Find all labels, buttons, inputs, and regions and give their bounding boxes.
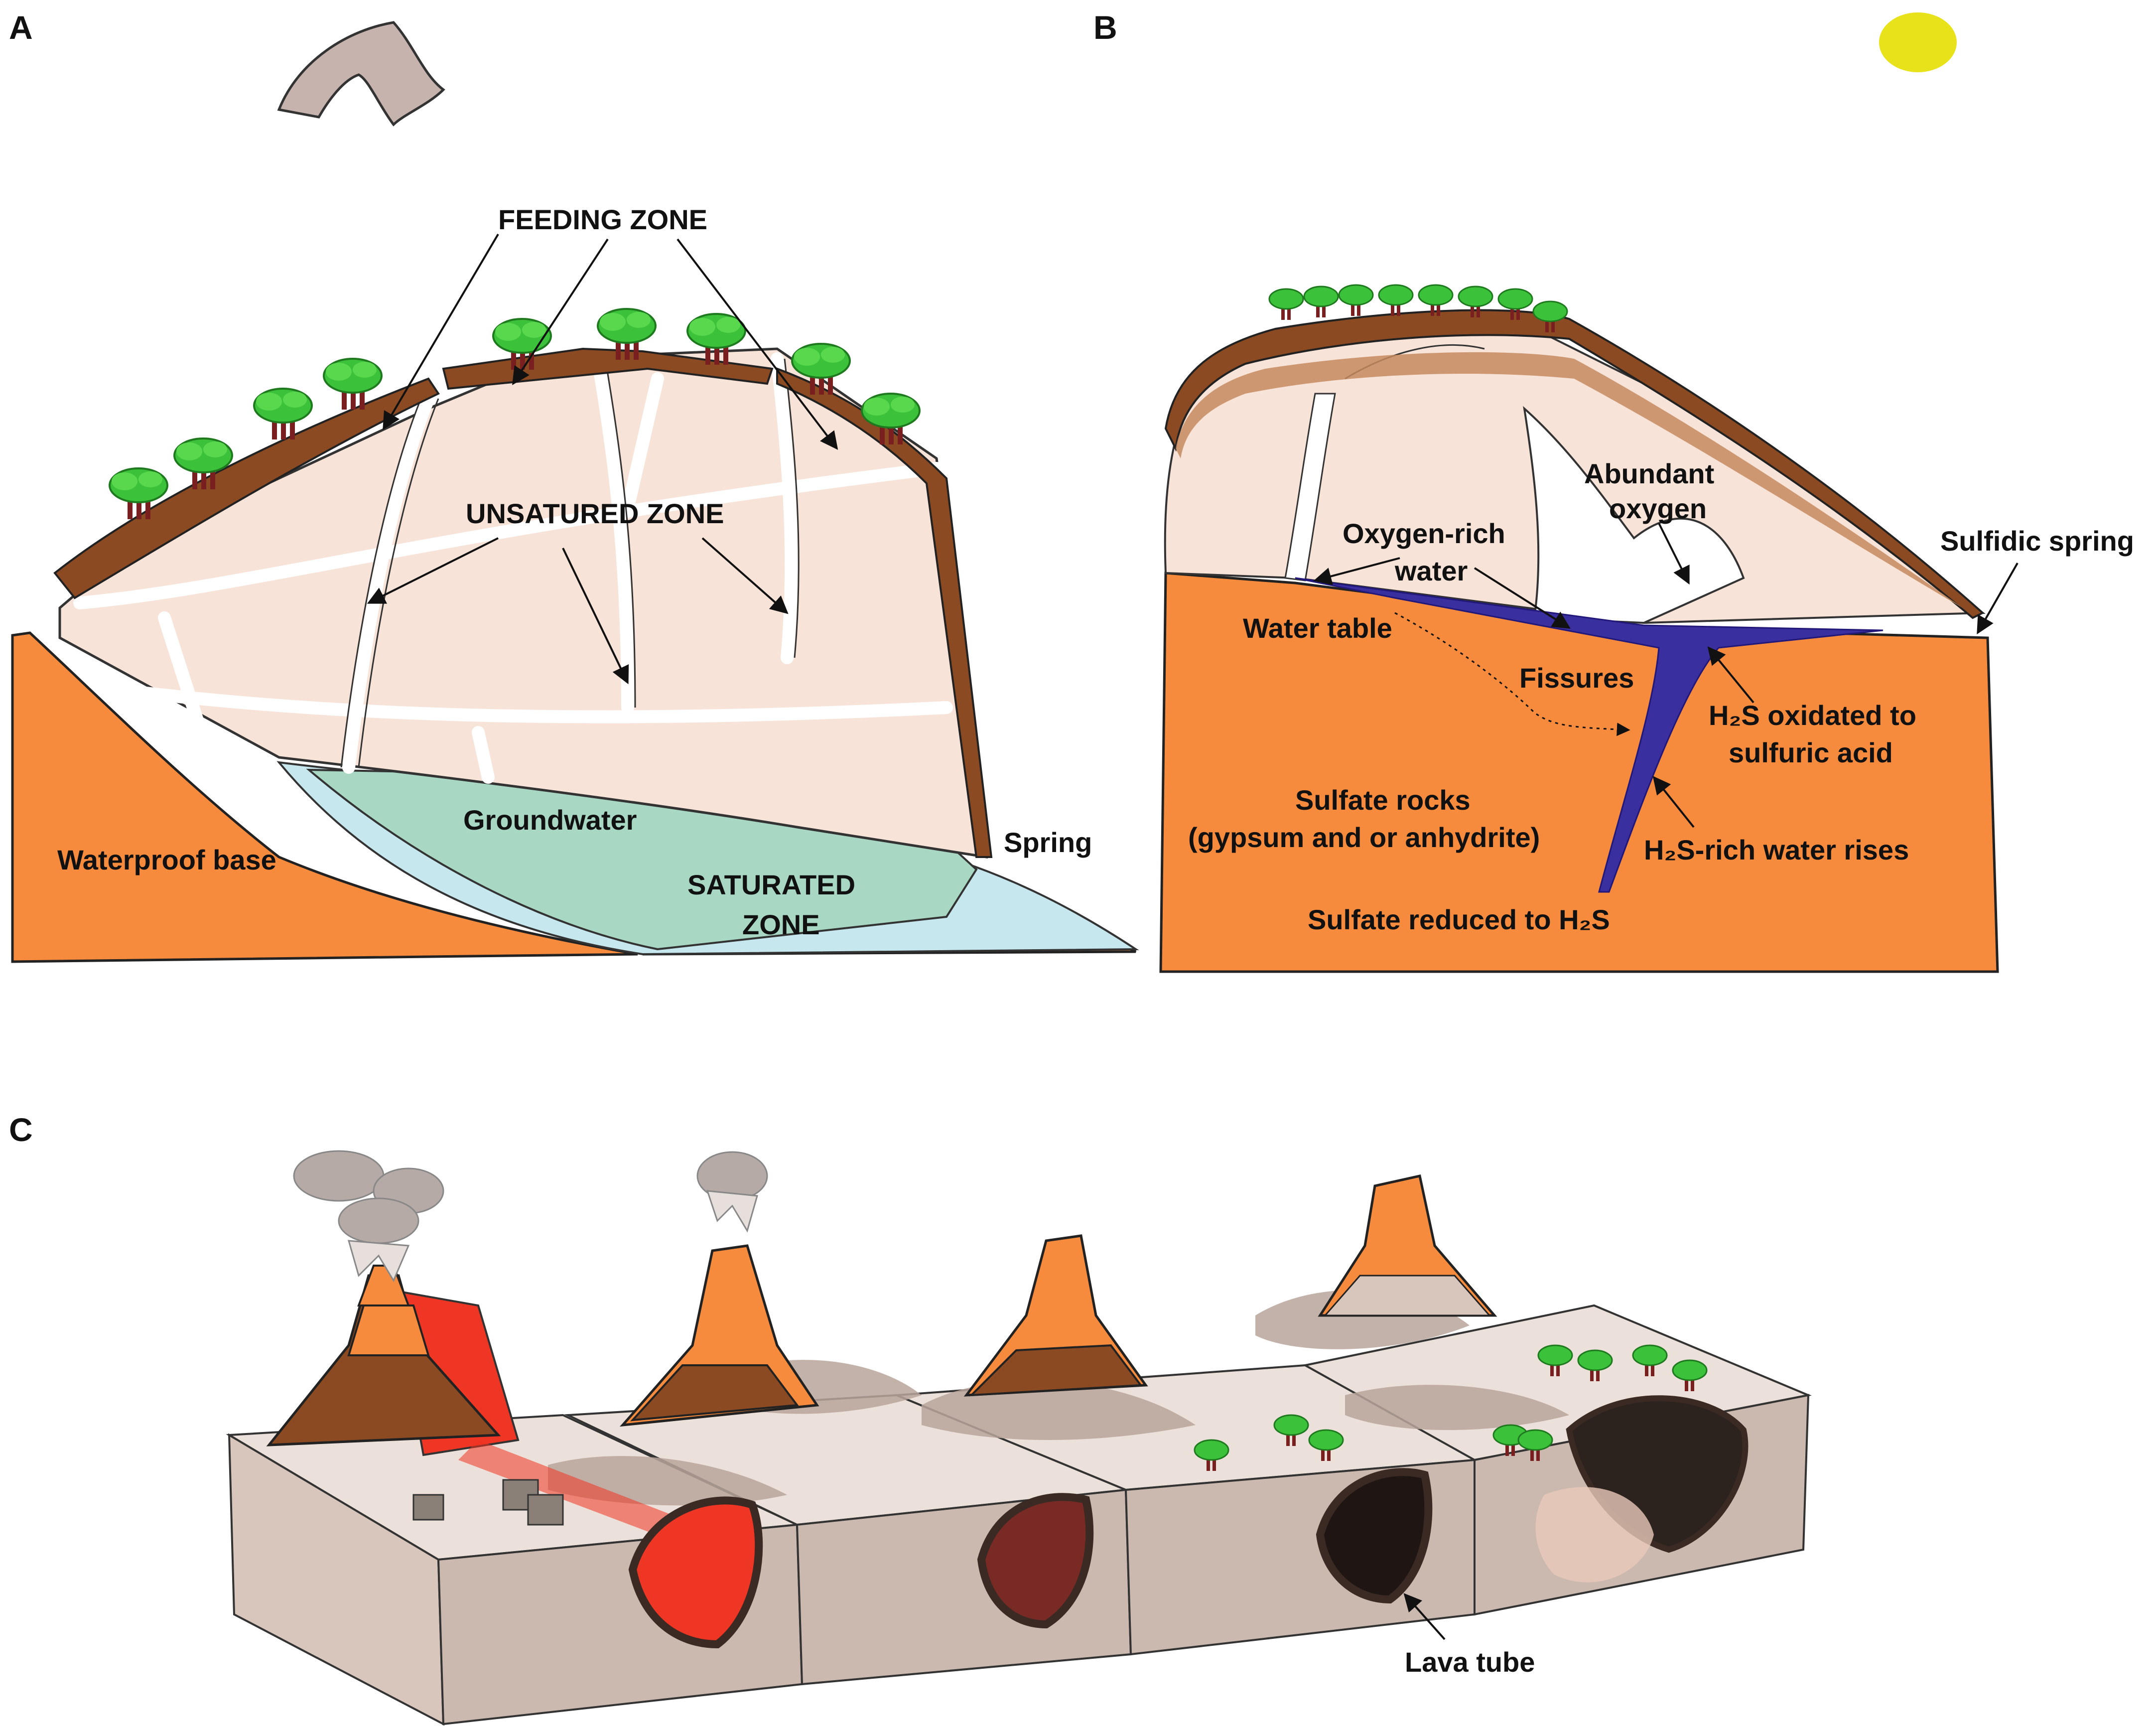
panel-b-arrows (1313, 523, 2019, 828)
lava-tube-cooling (977, 1493, 1094, 1629)
h2s-rich-rises-label: H₂S-rich water rises (1644, 834, 1909, 866)
groundwater-label: Groundwater (463, 804, 637, 836)
fissure-outlines (340, 358, 800, 768)
lava-channel (458, 1440, 697, 1545)
panel-c-letter: C (9, 1111, 33, 1148)
saturated-zone-label-2: ZONE (742, 909, 820, 940)
volcano-2 (619, 1244, 819, 1427)
feeding-zone-arrows (383, 233, 838, 450)
soil-layer-left (53, 377, 440, 599)
water-table-label: Water table (1243, 612, 1392, 644)
lava-tube-active (628, 1496, 763, 1649)
feeding-zone-label: FEEDING ZONE (498, 204, 707, 235)
oxygen-rich-label-1: Oxygen-rich (1343, 518, 1505, 549)
waterproof-base (11, 631, 638, 963)
spring-label: Spring (1004, 827, 1092, 858)
cloud-shape-icon (277, 21, 445, 127)
volcano-1 (266, 1265, 501, 1446)
sun-icon (1879, 12, 1957, 72)
fissures-label: Fissures (1519, 662, 1634, 694)
soil-layer-right (776, 367, 993, 858)
h2s-oxidated-label-1: H₂S oxidated to (1709, 700, 1916, 731)
unsaturated-rock (58, 347, 988, 859)
saturated-zone-label-1: SATURATED (687, 869, 855, 900)
waterproof-base-label: Waterproof base (57, 844, 276, 875)
collapsed-cave-void (1535, 1487, 1654, 1583)
eruption-cloud-2 (696, 1151, 768, 1233)
groundwater-body (306, 768, 978, 951)
abundant-oxygen-label-2: oxygen (1609, 493, 1707, 524)
fissures-dotted-arrow (1394, 612, 1630, 736)
panel-a: A (9, 9, 1139, 963)
lava-tube-label: Lava tube (1405, 1646, 1535, 1678)
panel-a-letter: A (9, 9, 33, 46)
panel-b-letter: B (1093, 9, 1117, 46)
sulfate-rocks-label-1: Sulfate rocks (1295, 784, 1471, 816)
fissures-network (73, 352, 953, 784)
unsatured-zone-label: UNSATURED ZONE (466, 498, 724, 529)
lava-tube-empty (1316, 1468, 1433, 1604)
oxygen-rich-label-2: water (1394, 555, 1468, 586)
soil-cap-lower (1176, 352, 1963, 608)
h2s-oxidated-label-2: sulfuric acid (1729, 737, 1893, 768)
sulfate-rock-block (1159, 572, 1999, 973)
volcano-3 (963, 1234, 1148, 1397)
sulfidic-spring-label: Sulfidic spring (1940, 525, 2134, 557)
eruption-cloud-1 (293, 1150, 444, 1283)
abundant-oxygen-label-1: Abundant (1584, 458, 1714, 489)
sulfidic-water (1295, 577, 1884, 893)
volcano-4 (1318, 1174, 1497, 1317)
panel-c: C (9, 1111, 1812, 1726)
sulfate-reduced-label: Sulfate reduced to H₂S (1308, 904, 1610, 935)
soil-cap (1164, 309, 1985, 619)
sulfate-rocks-label-2: (gypsum and or anhydrite) (1188, 822, 1540, 853)
panel-b: B (1093, 9, 2134, 973)
lava-tube-arrow (1403, 1593, 1446, 1640)
huts-group (412, 1479, 564, 1526)
unsatured-zone-arrows (367, 537, 789, 685)
